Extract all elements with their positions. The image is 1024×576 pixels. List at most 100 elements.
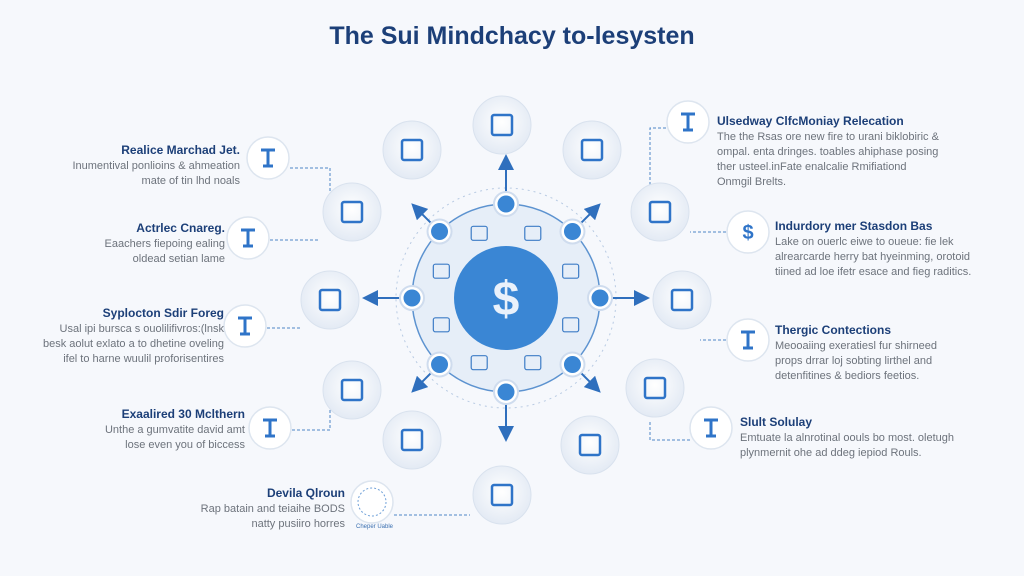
pedestal-icon: [263, 418, 277, 438]
feature-bubble: [625, 358, 685, 418]
right-item-2: Indurdory mer Stasdon Bas Lake on ouerlc…: [775, 219, 971, 280]
feature-bubble: [382, 120, 442, 180]
inner-icon: [562, 263, 580, 279]
feature-bubble: [322, 182, 382, 242]
feature-bubble: [630, 182, 690, 242]
ring-node-icon: [591, 289, 609, 307]
inner-icon: [524, 225, 542, 241]
inner-icon: [470, 225, 488, 241]
item-text: ompal. enta dringes. toables ahiphase po…: [717, 146, 939, 158]
feature-bubble: [322, 360, 382, 420]
item-text: Rap batain and teiaihe BODS: [200, 503, 345, 515]
right-item-1: Ulsedway ClfcMoniay Relecation The the R…: [717, 114, 939, 190]
feature-icon: [670, 288, 694, 312]
inner-icon: [432, 263, 450, 279]
arrow: [411, 372, 432, 393]
item-title: Devila Qlroun: [266, 486, 345, 500]
feature-icon: [490, 113, 514, 137]
item-text: ther usteel.inFate enalcalie Rmifiationd: [717, 161, 907, 173]
feature-bubble: [560, 415, 620, 475]
ring-node-icon: [431, 355, 449, 373]
item-text: Eaachers fiepoing ealing: [104, 238, 225, 250]
feature-bubble: [652, 270, 712, 330]
item-text: alrearcarde herry bat hyeinming, orotoid: [775, 251, 971, 263]
hub-circle: [454, 246, 558, 350]
feature-icon: [340, 378, 364, 402]
left-item-4: Exaalired 30 Mclthern Unthe a gumvatite …: [105, 407, 245, 453]
item-text: Onmgil Brelts.: [717, 176, 787, 188]
item-title: Ulsedway ClfcMoniay Relecation: [717, 114, 904, 128]
item-title: Indurdory mer Stasdon Bas: [775, 219, 933, 233]
bottom-item: Devila Qlroun Rap batain and teiaihe BOD…: [201, 486, 345, 532]
side-icon-circle: [350, 480, 394, 524]
item-title: Thergic Contections: [775, 323, 892, 337]
feature-bubble: [562, 120, 622, 180]
feature-icon: [643, 376, 667, 400]
item-text: oldead setian lame: [132, 253, 225, 265]
arrow: [411, 203, 432, 224]
item-text: besk aolut exlato a to dhetine oveling: [42, 338, 224, 350]
feature-bubble: [472, 465, 532, 525]
feature-icon: [648, 200, 672, 224]
globe-caption: Cheper Uable: [356, 524, 394, 530]
feature-icon: [490, 483, 514, 507]
feature-icon: [400, 428, 424, 452]
bottle-icon: [238, 316, 252, 336]
ring-node-icon: [497, 195, 515, 213]
ring-node-icon: [497, 383, 515, 401]
left-item-1: Realice Marchad Jet. Inumentival ponlioi…: [72, 143, 240, 189]
side-icons: $: [223, 100, 770, 524]
left-item-2: Actrlec Cnareg. Eaachers fiepoing ealing…: [105, 221, 225, 267]
signpost-icon: [261, 148, 275, 168]
item-text: detenfitines & bediors feetios.: [775, 370, 920, 382]
feature-bubble: [382, 410, 442, 470]
item-title: Realice Marchad Jet.: [121, 143, 240, 157]
outer-icons: [300, 95, 712, 525]
item-text: props drrar loj sobting lirthel and: [775, 355, 933, 367]
arrow: [580, 203, 601, 224]
runner-icon: [704, 418, 718, 438]
feature-bubble: [472, 95, 532, 155]
item-title: Slult Solulay: [740, 415, 813, 429]
ring-node-icon: [563, 355, 581, 373]
ring-node-icon: [563, 223, 581, 241]
item-text: The the Rsas ore new fire to urani biklo…: [717, 131, 939, 143]
hands-icon: [681, 112, 695, 132]
item-text: Lake on ouerlc eiwe to oueue: fie lek: [775, 236, 954, 248]
megaphone-icon: [241, 228, 255, 248]
globe-icon: [357, 487, 387, 517]
item-text: Usal ipi bursca s ouolilifivros:(lnsk: [59, 323, 224, 335]
arrow: [580, 372, 601, 393]
item-title: Exaalired 30 Mclthern: [121, 407, 245, 421]
ring-node-icon: [403, 289, 421, 307]
left-item-3: Syplocton Sdir Foreg Usal ipi bursca s o…: [43, 306, 224, 367]
feature-icon: [318, 288, 342, 312]
inner-icon: [470, 355, 488, 371]
item-text: natty pusiiro horres: [251, 518, 345, 530]
item-text: Meooaiing exeratiesl fur shirneed: [775, 340, 938, 352]
item-title: Actrlec Cnareg.: [136, 221, 225, 235]
feature-icon: [340, 200, 364, 224]
item-text: lose even you of biccess: [125, 439, 245, 451]
dollar-icon: $: [742, 222, 753, 244]
feature-icon: [578, 433, 602, 457]
feature-icon: [400, 138, 424, 162]
side-icon-circle: [726, 210, 770, 254]
item-text: plynmernit ohe ad ddeg iepiod Rouls.: [740, 447, 922, 459]
right-item-3: Thergic Contections Meooaiing exeratiesl…: [775, 323, 937, 384]
page-title: The Sui Mindchacy to-lesysten: [329, 22, 695, 50]
item-title: Syplocton Sdir Foreg: [102, 306, 224, 320]
inner-icon: [432, 317, 450, 333]
feature-bubble: [300, 270, 360, 330]
item-text: tiined ad loe ifetr esace and fieg radit…: [775, 266, 972, 278]
item-text: Emtuate la alnrotinal oouls bo most. ole…: [740, 432, 955, 444]
hub: $: [362, 154, 650, 442]
right-item-4: Slult Solulay Emtuate la alnrotinal ooul…: [740, 415, 954, 461]
chess-icon: [741, 330, 755, 350]
inner-icon: [562, 317, 580, 333]
inner-icon: [524, 355, 542, 371]
connector-lines: [267, 127, 726, 516]
feature-icon: [580, 138, 604, 162]
item-text: mate of tin lhd noals: [141, 175, 240, 187]
